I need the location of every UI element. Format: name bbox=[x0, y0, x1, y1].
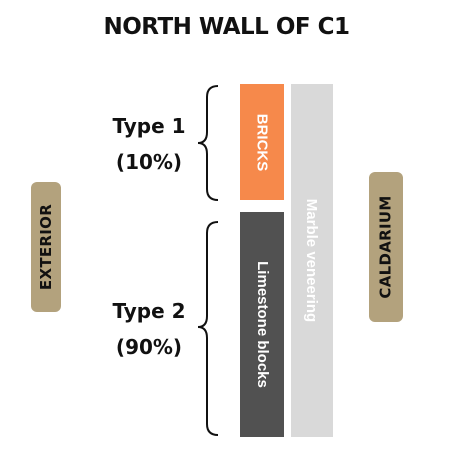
type-1-share: (10%) bbox=[115, 150, 183, 174]
diagram-title: NORTH WALL OF C1 bbox=[103, 14, 350, 40]
type-1-label: Type 1 (10%) bbox=[94, 108, 204, 180]
type-1-name: Type 1 bbox=[112, 114, 186, 138]
caldarium-label: CALDARIUM bbox=[369, 172, 403, 322]
type-1-bracket bbox=[197, 85, 219, 201]
type-2-bracket bbox=[197, 221, 219, 436]
exterior-label: EXTERIOR bbox=[31, 182, 61, 312]
marble-veneer-layer: Marble veneering bbox=[291, 84, 333, 437]
limestone-layer: Limestone blocks bbox=[240, 212, 284, 437]
type-2-share: (90%) bbox=[115, 335, 183, 359]
type-2-name: Type 2 bbox=[112, 299, 186, 323]
type-2-label: Type 2 (90%) bbox=[94, 293, 204, 365]
bricks-layer: BRICKS bbox=[240, 84, 284, 200]
